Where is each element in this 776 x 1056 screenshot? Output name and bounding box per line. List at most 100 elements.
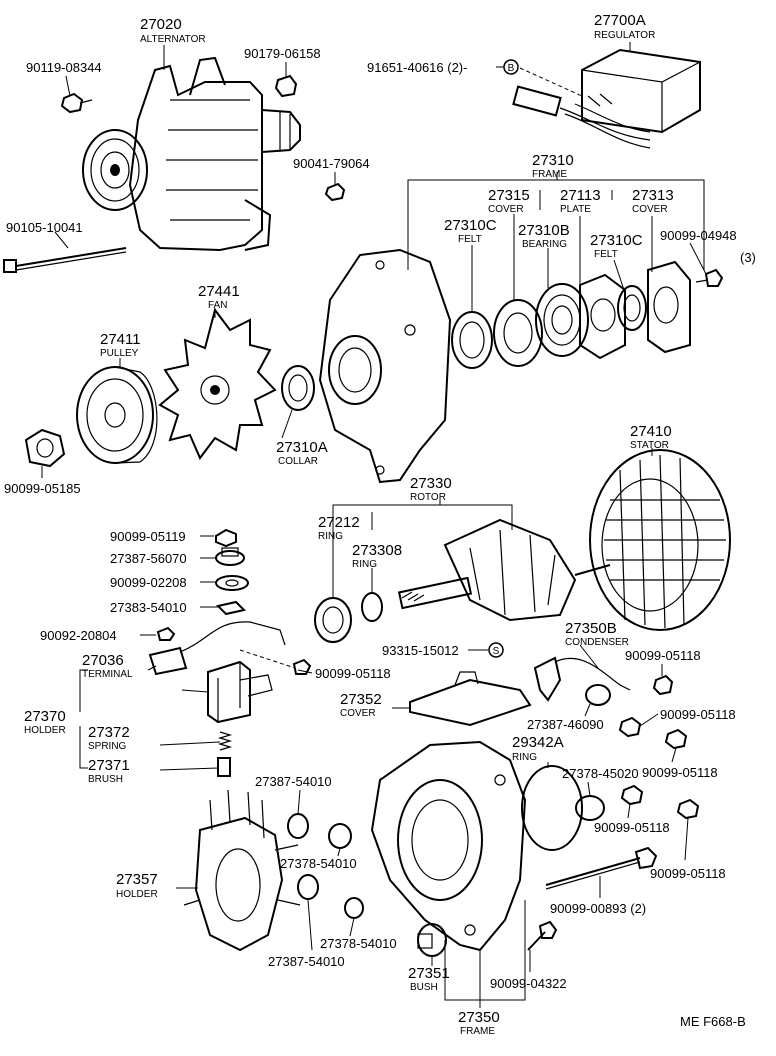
svg-text:ROTOR: ROTOR <box>410 492 446 503</box>
svg-text:27411: 27411 <box>100 331 141 348</box>
plate-27113-drawing <box>579 273 626 360</box>
callout-27310c-felt-rear: 27310C FELT <box>590 232 643 260</box>
svg-text:COLLAR: COLLAR <box>278 456 318 467</box>
svg-text:27113: 27113 <box>560 187 601 204</box>
b-mark-symbol: B <box>503 59 519 75</box>
svg-text:FRAME: FRAME <box>460 1026 495 1037</box>
svg-text:27315: 27315 <box>488 187 530 204</box>
callout-27700a: 27700A REGULATOR <box>594 12 655 41</box>
callout-27410: 27410 STATOR <box>630 423 672 451</box>
brush-27371-drawing <box>217 757 231 777</box>
callout-27350b: 27350B CONDENSER <box>565 620 629 648</box>
callout-27378-54010-b: 27378-54010 <box>320 936 397 951</box>
svg-text:27313: 27313 <box>632 187 674 204</box>
callout-90099-04948: 90099-04948 <box>660 228 737 243</box>
cover-27315-drawing <box>493 299 543 367</box>
nut-90099-05118-b-drawing <box>652 674 674 696</box>
plate-27383-54010-drawing <box>216 600 246 616</box>
insulator-27378-54010-b-drawing <box>344 897 364 919</box>
ring-273308-drawing <box>361 592 383 622</box>
svg-text:27310: 27310 <box>532 152 574 169</box>
callout-29342a: 29342A RING <box>512 734 564 763</box>
svg-text:27310A: 27310A <box>276 439 328 456</box>
s-mark-symbol: S <box>488 642 504 658</box>
holder-27357-drawing <box>183 789 301 952</box>
svg-text:27441: 27441 <box>198 283 240 300</box>
callout-27036: 27036 TERMINAL <box>82 652 133 680</box>
svg-text:27357: 27357 <box>116 871 158 888</box>
callout-90041-79064: 90041-79064 <box>293 156 370 171</box>
svg-text:27350: 27350 <box>458 1009 500 1026</box>
insulator-27378-54010-a-drawing <box>328 823 352 849</box>
insulator-27387-54010-b-drawing <box>297 874 319 900</box>
alternator-assembly-drawing <box>82 56 301 252</box>
svg-text:27700A: 27700A <box>594 12 646 29</box>
spring-27372-drawing <box>217 731 233 751</box>
insulator-27378-45020-drawing <box>575 795 605 821</box>
svg-text:BRUSH: BRUSH <box>88 774 123 785</box>
svg-text:PULLEY: PULLEY <box>100 348 139 359</box>
callout-93315-15012: 93315-15012 <box>382 643 459 658</box>
callout-27387-54010-a: 27387-54010 <box>255 774 332 789</box>
svg-text:TERMINAL: TERMINAL <box>82 669 133 680</box>
nut-90179-drawing <box>274 74 298 98</box>
svg-text:27310C: 27310C <box>590 232 643 249</box>
callout-27330: 27330 ROTOR <box>410 475 452 503</box>
callout-27387-54010-b: 27387-54010 <box>268 954 345 969</box>
nut-90099-05119-drawing <box>215 528 237 548</box>
svg-text:S: S <box>493 646 500 657</box>
callout-27370: 27370 HOLDER <box>24 708 66 736</box>
svg-text:27020: 27020 <box>140 16 182 33</box>
svg-text:29342A: 29342A <box>512 734 564 751</box>
callout-27441: 27441 FAN <box>198 283 240 311</box>
callout-90099-05118-d: 90099-05118 <box>642 765 718 780</box>
svg-text:CONDENSER: CONDENSER <box>565 637 629 648</box>
nut-90099-05118-f-drawing <box>676 798 700 820</box>
callout-90099-05118-e: 90099-05118 <box>594 820 670 835</box>
svg-text:27371: 27371 <box>88 757 130 774</box>
svg-text:27310B: 27310B <box>518 222 570 239</box>
svg-text:27351: 27351 <box>408 965 450 982</box>
callout-27411: 27411 PULLEY <box>100 331 141 359</box>
callout-90099-05185: 90099-05185 <box>4 481 81 496</box>
ring-29342a-drawing <box>521 765 583 851</box>
callout-90105-10041: 90105-10041 <box>6 220 83 235</box>
long-bolt-90105-drawing <box>3 247 127 273</box>
svg-text:HOLDER: HOLDER <box>24 725 66 736</box>
leader-lines <box>41 42 707 1008</box>
nut-90099-05185-drawing <box>24 428 66 468</box>
washer-90099-02208-drawing <box>215 575 249 591</box>
brush-holder-27370-drawing <box>207 660 273 724</box>
nut-90099-05118-c-drawing <box>618 716 642 738</box>
svg-text:27212: 27212 <box>318 514 360 531</box>
diagram-code: ME F668-B <box>680 1014 746 1029</box>
terminal-27036-drawing <box>148 621 286 676</box>
screw-90092-20804-drawing <box>156 626 176 641</box>
callout-90099-00893: 90099-00893 (2) <box>550 901 646 916</box>
svg-text:STATOR: STATOR <box>630 440 669 451</box>
callout-27310c-felt: 27310C FELT <box>444 217 497 245</box>
callout-90119-08344: 90119-08344 <box>26 60 102 75</box>
svg-text:ALTERNATOR: ALTERNATOR <box>140 34 206 45</box>
callout-27310b: 27310B BEARING <box>518 222 570 250</box>
callout-27315: 27315 COVER <box>488 187 530 215</box>
callout-27351: 27351 BUSH <box>408 965 450 993</box>
callout-27113: 27113 PLATE <box>560 187 601 215</box>
callout-27020: 27020 ALTERNATOR <box>140 16 206 45</box>
svg-text:27036: 27036 <box>82 652 124 669</box>
svg-text:273308: 273308 <box>352 542 402 559</box>
svg-text:COVER: COVER <box>488 204 524 215</box>
callout-27313: 27313 COVER <box>632 187 674 215</box>
condenser-27350b-drawing <box>533 656 631 702</box>
screw-90099-04322-drawing <box>527 920 558 951</box>
callout-90099-05118-a: 90099-05118 <box>315 666 391 681</box>
stator-27410-drawing <box>589 449 731 631</box>
callout-27350: 27350 FRAME <box>458 1009 500 1037</box>
svg-text:RING: RING <box>352 559 377 570</box>
svg-text:RING: RING <box>318 531 343 542</box>
callout-91651-40616: 91651-40616 (2)- <box>367 60 467 75</box>
svg-text:27370: 27370 <box>24 708 66 725</box>
cover-27313-drawing <box>647 260 691 354</box>
screw-90099-05118-a-drawing <box>292 658 312 675</box>
callout-90099-05118-c: 90099-05118 <box>660 707 736 722</box>
